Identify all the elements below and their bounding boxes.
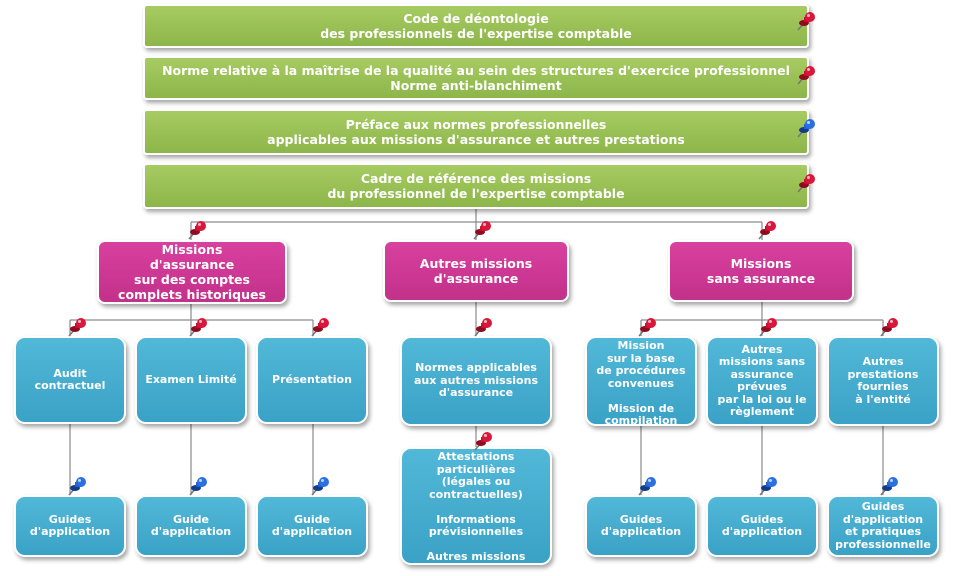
guides-autres-sans-box: Guides d'application	[706, 495, 818, 557]
missions-sans-assurance-box: Missions sans assurance	[668, 240, 854, 302]
blue-pin-icon	[797, 119, 815, 138]
red-pin-icon	[311, 318, 329, 337]
blue-pin-icon	[638, 477, 656, 496]
red-pin-icon	[797, 174, 815, 193]
preface-normes-box: Préface aux normes professionnelles appl…	[143, 109, 809, 155]
red-pin-icon	[474, 318, 492, 337]
red-pin-icon	[638, 318, 656, 337]
blue-pin-icon	[311, 477, 329, 496]
blue-pin-icon	[880, 477, 898, 496]
guide-presentation-box: Guide d'application	[256, 495, 368, 557]
guide-examen-box: Guide d'application	[135, 495, 247, 557]
blue-pin-icon	[189, 477, 207, 496]
normes-autres-missions-box: Normes applicables aux autres missions d…	[400, 336, 552, 426]
autres-missions-assurance-box: Autres missions d'assurance	[383, 240, 569, 302]
autres-missions-sans-assurance-box: Autres missions sans assurance prévues p…	[706, 336, 818, 426]
blue-pin-icon	[759, 477, 777, 496]
attestations-particulieres-box: Attestations particulières (légales ou c…	[400, 447, 552, 565]
red-pin-icon	[880, 318, 898, 337]
missions-assurance-comptes-box: Missions d'assurance sur des comptes com…	[97, 240, 287, 304]
red-pin-icon	[188, 221, 206, 240]
presentation-box: Présentation	[256, 336, 368, 424]
procedures-convenues-box: Mission sur la base de procédures conven…	[585, 336, 697, 426]
red-pin-icon	[758, 221, 776, 240]
autres-prestations-box: Autres prestations fournies à l'entité	[827, 336, 939, 426]
red-pin-icon	[759, 318, 777, 337]
audit-contractuel-box: Audit contractuel	[14, 336, 126, 424]
guides-procedures-box: Guides d'application	[585, 495, 697, 557]
red-pin-icon	[473, 221, 491, 240]
red-pin-icon	[797, 12, 815, 31]
red-pin-icon	[474, 432, 492, 451]
guides-audit-box: Guides d'application	[14, 495, 126, 557]
guides-prestations-box: Guides d'application et pratiques profes…	[827, 495, 939, 557]
cadre-reference-box: Cadre de référence des missions du profe…	[143, 163, 809, 209]
blue-pin-icon	[68, 477, 86, 496]
norme-qualite-box: Norme relative à la maîtrise de la quali…	[143, 56, 809, 100]
red-pin-icon	[68, 318, 86, 337]
red-pin-icon	[189, 318, 207, 337]
code-deontologie-box: Code de déontologie des professionnels d…	[143, 4, 809, 48]
red-pin-icon	[797, 66, 815, 85]
examen-limite-box: Examen Limité	[135, 336, 247, 424]
